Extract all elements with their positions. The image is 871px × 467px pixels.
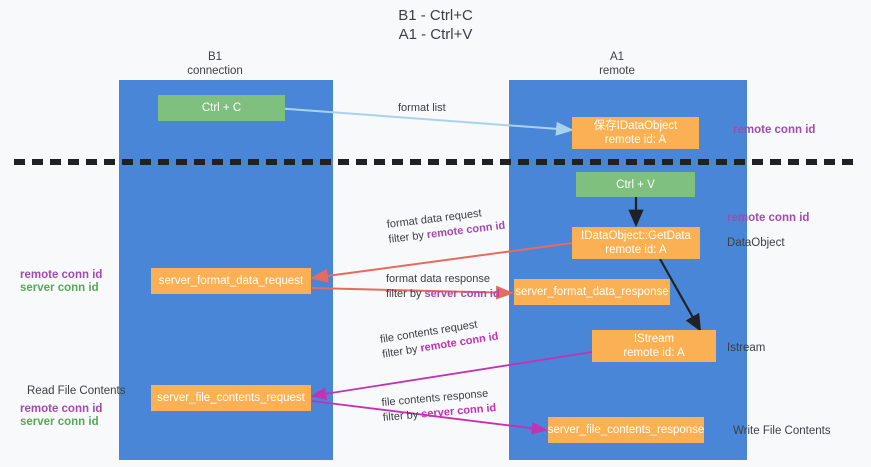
- node-server-file-contents-request[interactable]: server_file_contents_request: [151, 385, 311, 411]
- label-remote-conn-id-top: remote conn id: [733, 124, 816, 136]
- edge-label-file-contents-request: file contents request filter by remote c…: [379, 315, 500, 363]
- node-idataobject-getdata[interactable]: IDataObject::GetData remote id: A: [572, 227, 700, 259]
- column-header-a1: A1 remote: [599, 51, 635, 77]
- label-write-file-contents: Write File Contents: [733, 425, 831, 437]
- column-header-b1: B1 connection: [187, 51, 243, 77]
- node-server-format-data-request[interactable]: server_format_data_request: [151, 268, 311, 294]
- label-istream-caption: Istream: [727, 342, 766, 354]
- filter-by-text: filter by: [387, 229, 428, 246]
- node-istream[interactable]: IStream remote id: A: [592, 330, 716, 362]
- label-server-conn-id-left-2: server conn id: [20, 416, 99, 428]
- edge-label-format-list-line1: format list: [398, 102, 446, 114]
- filter-by-text: filter by: [382, 408, 422, 424]
- edge-label-format-data-response: format data response filter by server co…: [386, 272, 500, 302]
- edge-label-format-list: format list: [398, 101, 446, 116]
- label-read-file-contents: Read File Contents: [27, 385, 126, 397]
- edge-label-format-data-response-line2: filter by server conn id: [386, 287, 500, 302]
- page-title: B1 - Ctrl+C A1 - Ctrl+V: [398, 7, 473, 43]
- label-remote-conn-id-left-2: remote conn id: [20, 403, 103, 415]
- label-data-object: DataObject: [727, 237, 785, 249]
- node-save-idataobject[interactable]: 保存IDataObject remote id: A: [572, 117, 699, 149]
- node-server-file-contents-response[interactable]: server_file_contents_response: [548, 417, 704, 443]
- edge-label-format-data-response-line1: format data response: [386, 273, 490, 285]
- filter-by-text: filter by: [386, 288, 425, 300]
- label-remote-conn-id-middle: remote conn id: [727, 212, 810, 224]
- edge-label-file-contents-response: file contents response filter by server …: [381, 386, 497, 426]
- filter-key-server-conn-id: server conn id: [424, 288, 500, 300]
- node-server-format-data-response[interactable]: server_format_data_response: [514, 279, 670, 305]
- label-server-conn-id-left: server conn id: [20, 282, 99, 294]
- node-ctrl-c[interactable]: Ctrl + C: [158, 95, 285, 121]
- edge-label-format-data-request: format data request filter by remote con…: [386, 204, 506, 248]
- node-ctrl-v[interactable]: Ctrl + V: [576, 172, 695, 197]
- label-remote-conn-id-left: remote conn id: [20, 269, 103, 281]
